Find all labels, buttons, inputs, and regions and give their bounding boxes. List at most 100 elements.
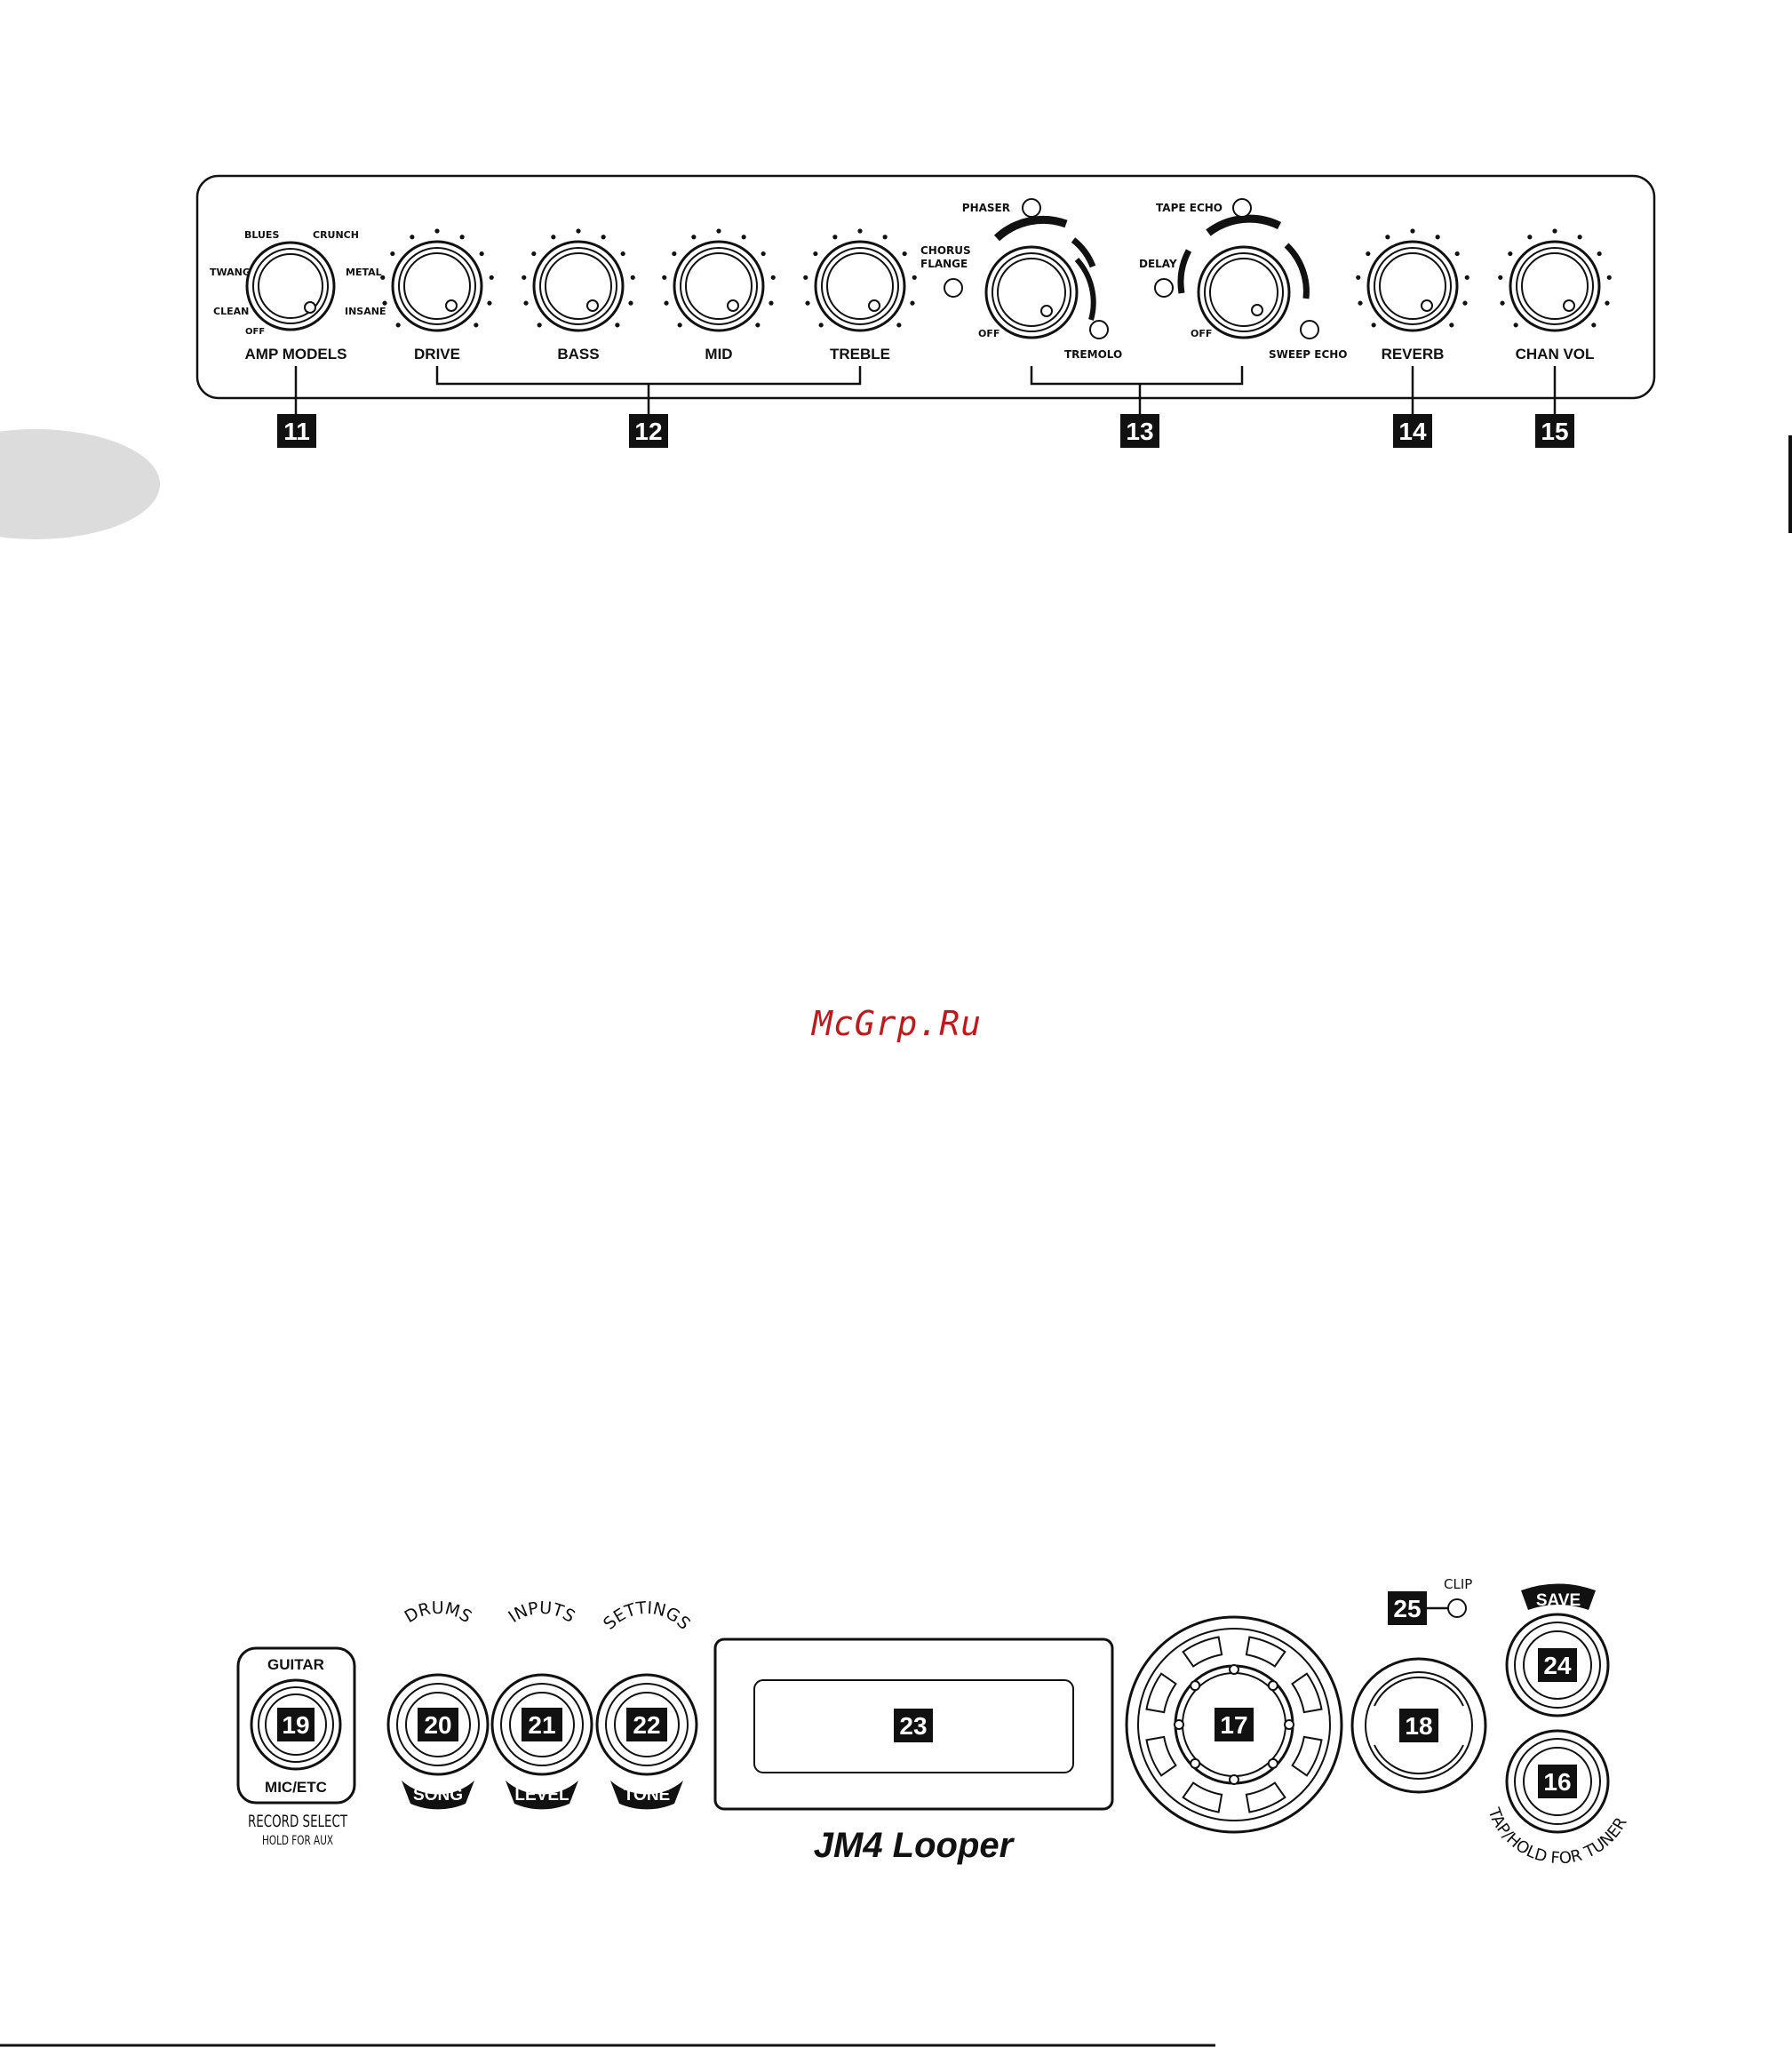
wheel-notch — [1245, 1636, 1286, 1668]
knob-tick — [615, 323, 620, 328]
reverb-knob[interactable] — [1356, 228, 1469, 332]
knob-tick — [1606, 275, 1612, 280]
inputs-level-button[interactable]: 21 — [490, 1673, 593, 1776]
record-select-button[interactable]: 19 — [250, 1678, 342, 1771]
wheel-notch — [1182, 1781, 1223, 1813]
wheel-dot — [1229, 1774, 1239, 1785]
knob-tick — [1508, 251, 1513, 257]
amp-models-knob[interactable] — [245, 241, 336, 331]
knob-tick — [459, 235, 465, 240]
knob-tick — [474, 323, 479, 328]
phaser-led — [1022, 198, 1041, 218]
delay-effect-knob[interactable] — [1177, 214, 1310, 339]
knob-tick — [818, 323, 824, 328]
save-band — [1521, 1583, 1596, 1610]
drums-song-button[interactable]: 20 — [386, 1673, 490, 1776]
knob-tick — [1462, 300, 1468, 306]
callout-12: 12 — [435, 366, 862, 448]
knob-tick — [531, 251, 537, 257]
knob-tick — [537, 323, 542, 328]
knob-tick — [390, 251, 395, 257]
knob-tick — [434, 228, 440, 234]
svg-text:13: 13 — [1126, 418, 1153, 445]
tap-tuner-button[interactable]: 16 — [1505, 1729, 1610, 1834]
knob-tick — [1552, 228, 1557, 234]
settings-label: SETTINGS — [600, 1598, 694, 1634]
wheel-notch — [1245, 1781, 1286, 1813]
mod-off-label: OFF — [978, 328, 1000, 339]
knob-tick — [382, 300, 387, 306]
svg-text:16: 16 — [1543, 1768, 1571, 1796]
select-wheel[interactable]: 17 — [1125, 1615, 1343, 1834]
knob-tick — [716, 228, 721, 234]
drive-knob[interactable] — [380, 228, 494, 332]
inputs-label: INPUTS — [505, 1598, 578, 1627]
knob-tick — [755, 323, 761, 328]
amp-models-label: AMP MODELS — [245, 346, 347, 363]
clip-label: CLIP — [1444, 1576, 1472, 1592]
knob-tick — [1385, 235, 1390, 240]
jm4-looper-logo: JM4 Looper — [814, 1826, 1015, 1865]
knob-tick — [395, 323, 401, 328]
wheel-notch — [1291, 1672, 1323, 1714]
knob-tick — [410, 235, 415, 240]
knob-tick — [1500, 300, 1505, 306]
knob-tick — [479, 251, 484, 257]
song-band — [402, 1781, 474, 1810]
callout-15: 15 — [1535, 366, 1574, 448]
chan-vol-knob[interactable] — [1498, 228, 1612, 332]
svg-text:21: 21 — [528, 1711, 555, 1739]
amp-pos-metal: METAL — [346, 267, 382, 278]
knob-tick — [761, 251, 766, 257]
record-select-label: RECORD SELECT — [248, 1812, 347, 1831]
knob-tick — [805, 300, 810, 306]
knob-tick — [741, 235, 746, 240]
callout-14: 14 — [1393, 366, 1432, 448]
knob-tick — [1591, 323, 1597, 328]
page-tab — [0, 429, 160, 539]
svg-text:19: 19 — [282, 1711, 309, 1739]
record-select-frame — [236, 1646, 356, 1805]
knob-tick — [1597, 251, 1602, 257]
wheel-dot — [1284, 1719, 1294, 1730]
watermark: McGrp.Ru — [812, 1004, 983, 1043]
knob-tick — [1464, 275, 1469, 280]
knob-tick — [1577, 235, 1582, 240]
level-label: LEVEL — [514, 1786, 569, 1805]
knob-tick — [1435, 235, 1440, 240]
svg-text:15: 15 — [1541, 418, 1568, 445]
level-band — [506, 1781, 578, 1810]
knob-tick — [551, 235, 556, 240]
select-button[interactable]: 18 — [1350, 1657, 1487, 1794]
tremolo-led — [1089, 320, 1109, 339]
knob-tick — [380, 275, 386, 280]
hold-for-aux-label: HOLD FOR AUX — [262, 1834, 333, 1848]
knob-tick — [910, 300, 915, 306]
knob-tick — [1410, 228, 1415, 234]
amp-pos-clean: CLEAN — [213, 306, 249, 317]
bass-knob[interactable] — [522, 228, 635, 332]
tone-band — [610, 1781, 683, 1810]
knob-tick — [1527, 235, 1533, 240]
callout-25: 25 — [1388, 1591, 1427, 1625]
mod-effect-knob[interactable] — [984, 215, 1096, 339]
knob-tick — [882, 235, 888, 240]
knob-tick — [813, 251, 818, 257]
knob-tick — [770, 275, 776, 280]
amp-pos-crunch: CRUNCH — [313, 229, 359, 241]
treble-knob[interactable] — [803, 228, 917, 332]
amp-pos-twang: TWANG — [210, 267, 251, 278]
mid-knob[interactable] — [662, 228, 776, 332]
save-button[interactable]: 24 — [1505, 1613, 1610, 1717]
svg-text:23: 23 — [899, 1712, 927, 1740]
sweep-echo-led — [1300, 320, 1319, 339]
delay-led — [1154, 278, 1174, 298]
wheel-dot — [1229, 1664, 1239, 1675]
wheel-dot — [1267, 1680, 1278, 1692]
delay-label: DELAY — [1139, 258, 1177, 270]
wheel-dot — [1174, 1719, 1184, 1730]
settings-tone-button[interactable]: 22 — [595, 1673, 698, 1776]
clip-led — [1447, 1598, 1467, 1618]
knob-tick — [523, 300, 529, 306]
